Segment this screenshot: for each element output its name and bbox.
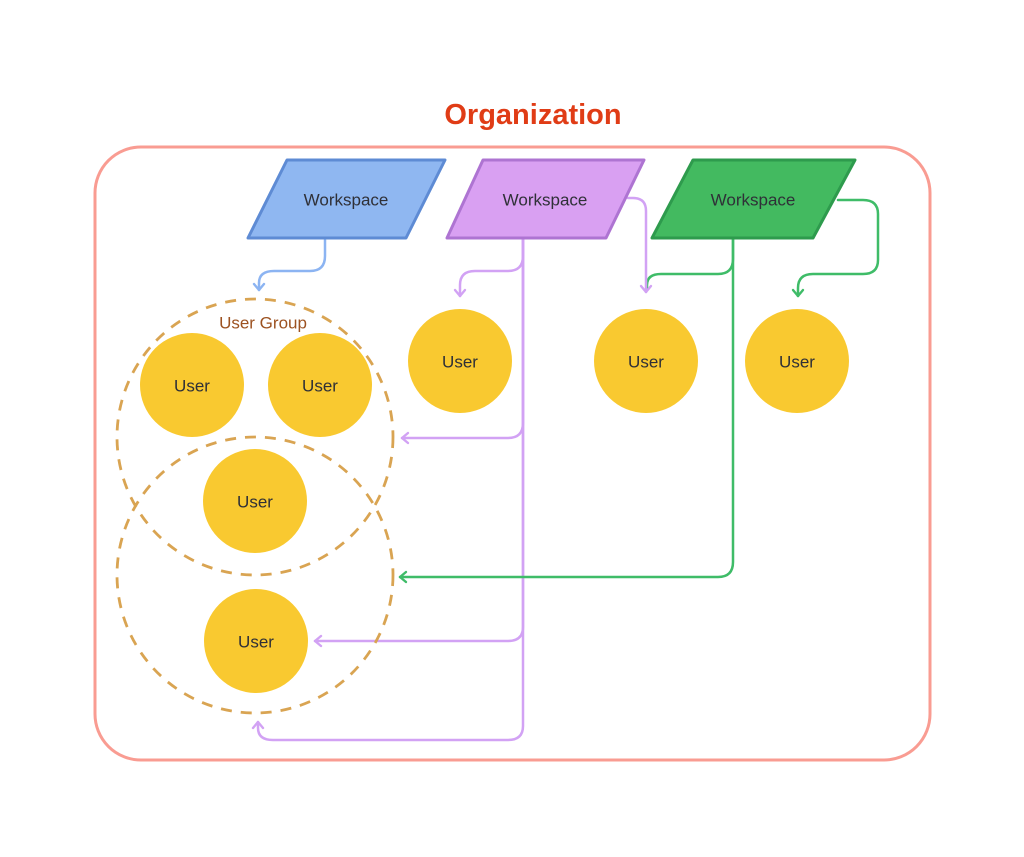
workspace-blue-shape [246,158,447,240]
workspace-green-shape [650,158,857,240]
user-circle [204,589,308,693]
user-label: User [238,633,274,652]
user-node-group-1b: User [268,333,372,437]
user-circle [268,333,372,437]
user-group-circle-1 [115,297,395,577]
user-group-circle-2 [115,435,395,715]
user-circle [745,309,849,413]
user-label: User [302,377,338,396]
user-group-label: User Group [219,314,307,333]
organization-boundary [93,145,932,762]
workspace-node-blue: Workspace [246,158,447,240]
workspace-purple-shape [445,158,646,240]
user-circle [203,449,307,553]
workspace-blue-label: Workspace [304,191,389,210]
user-label: User [442,353,478,372]
user-node-group-1a: User [140,333,244,437]
edge-purple-workspace-to-user-group-2 [251,236,525,742]
user-label: User [628,353,664,372]
user-node-right: User [594,309,698,413]
edge-green-workspace-to-user-group-2 [398,236,735,584]
edge-purple-workspace-to-user-bottom [313,236,525,648]
user-label: User [237,493,273,512]
workspace-purple-label: Workspace [503,191,588,210]
organization-title: Organization [444,99,621,131]
workspace-node-green: Workspace [650,158,857,240]
user-label: User [779,353,815,372]
user-node-middle: User [408,309,512,413]
workspace-node-purple: Workspace [445,158,646,240]
user-node-far-right: User [745,309,849,413]
user-circle [594,309,698,413]
edge-purple-workspace-to-user-right [626,196,653,294]
edge-green-workspace-to-user-far-right [791,198,880,298]
edge-blue-workspace-to-user-group [252,238,327,292]
user-circle [408,309,512,413]
user-node-group-2: User [204,589,308,693]
user-circle [140,333,244,437]
edge-green-workspace-to-user-merge [645,236,735,292]
user-node-overlap: User [203,449,307,553]
user-label: User [174,377,210,396]
edge-purple-workspace-to-user-middle [453,236,525,298]
workspace-green-label: Workspace [711,191,796,210]
